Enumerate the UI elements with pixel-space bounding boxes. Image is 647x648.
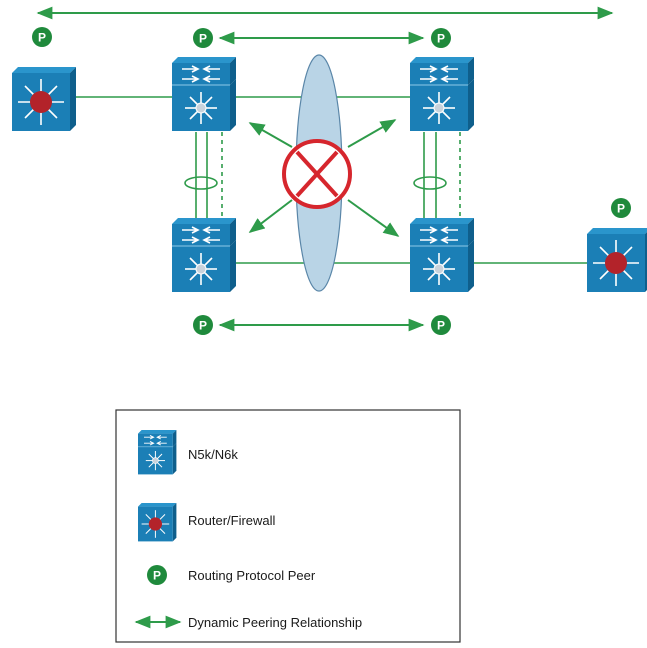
n5k-top-right-icon (409, 56, 475, 132)
n5k-n6k-icon (137, 429, 177, 475)
legend-label-router: Router/Firewall (188, 513, 276, 528)
peer-badge-router-right: P (611, 198, 631, 218)
legend-label-peer: Routing Protocol Peer (188, 568, 316, 583)
peer-badge-bottom-left: P (193, 315, 213, 335)
n5k-bottom-right-icon (409, 217, 475, 293)
legend-item-n5k: N5k/N6k (137, 429, 238, 475)
router-right-icon (586, 227, 647, 293)
legend-item-peering: Dynamic Peering Relationship (134, 615, 362, 630)
peer-badge-text: P (199, 319, 207, 333)
peer-badge-icon (147, 565, 167, 585)
peer-badge-text: P (617, 202, 625, 216)
blocked-peering-arrows (248, 119, 400, 237)
blocked-symbol-icon (282, 139, 352, 209)
peer-badge-text: P (199, 32, 207, 46)
legend-item-peer: P Routing Protocol Peer (147, 565, 316, 585)
legend-item-router: Router/Firewall (137, 502, 276, 542)
peer-badge-text: P (437, 319, 445, 333)
peer-badge-bottom-right: P (431, 315, 451, 335)
peer-badge-text: P (38, 31, 46, 45)
blocked-arrow-to-bottom-right (347, 199, 400, 237)
port-channel-ring-left (184, 176, 218, 190)
peer-badge-text: P (437, 32, 445, 46)
legend-label-peering: Dynamic Peering Relationship (188, 615, 362, 630)
n5k-bottom-left-icon (171, 217, 237, 293)
peer-badge-top-left: P (193, 28, 213, 48)
router-left-icon (11, 66, 77, 132)
peer-badge-router-left: P (32, 27, 52, 47)
legend-label-n5k: N5k/N6k (188, 447, 238, 462)
n5k-top-left-icon (171, 56, 237, 132)
port-channel-ring-right (413, 176, 447, 190)
peer-badge-top-right: P (431, 28, 451, 48)
legend-peer-badge-text: P (153, 569, 161, 583)
legend: N5k/N6k Router/Firewall P Routing Protoc… (115, 409, 461, 643)
blocked-arrow-to-top-left (248, 122, 293, 148)
router-firewall-icon (137, 502, 177, 542)
blocked-arrow-to-top-right (347, 119, 397, 148)
blocked-arrow-to-bottom-left (248, 199, 293, 233)
